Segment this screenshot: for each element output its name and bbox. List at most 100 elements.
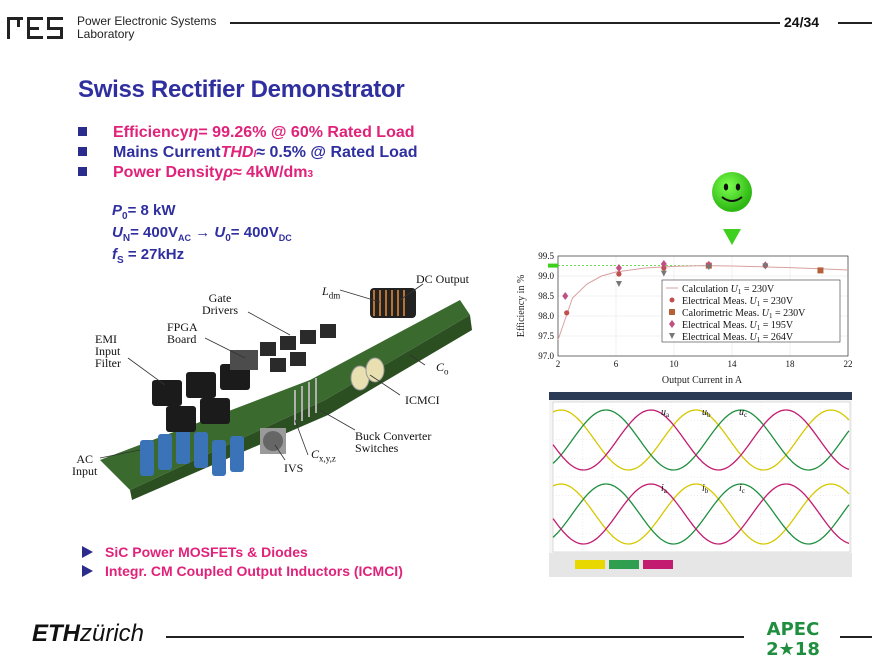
- co-label: Co: [436, 361, 449, 377]
- pes-logo: [7, 17, 63, 39]
- ua-label: ua: [661, 407, 670, 419]
- efficiency-label: Efficiency: [113, 124, 189, 141]
- footer-rule-right: [840, 636, 872, 638]
- dc-output-label: DC Output: [416, 272, 470, 286]
- thd-value: ≈ 0.5% @ Rated Load: [256, 144, 418, 161]
- fpga-line2: Board: [167, 332, 197, 346]
- data-point-triangle: [615, 281, 622, 287]
- y-tick-label: 99.0: [538, 271, 554, 281]
- rectifier-hardware-photo: [99, 283, 472, 500]
- marker-tick: [548, 263, 558, 268]
- legend-electrical-195: Electrical Meas. U1 = 195V: [682, 320, 794, 332]
- x-tick-label: 10: [670, 359, 680, 369]
- plot-frame: [557, 255, 849, 357]
- emi-line2: Input: [95, 344, 121, 358]
- uc-label: uc: [739, 407, 747, 419]
- highlight-icmci: Integr. CM Coupled Output Inductors (ICM…: [82, 561, 403, 580]
- un-symbol: U: [112, 224, 123, 241]
- triangle-bullet-icon: [82, 564, 93, 577]
- x-tick-label: 6: [614, 359, 619, 369]
- ac-line1: AC: [76, 452, 93, 466]
- waveform-uc: [552, 409, 850, 471]
- p0-subscript: 0: [122, 211, 128, 222]
- gate-drivers-line2: Drivers: [202, 303, 238, 317]
- chart-series: [557, 260, 849, 341]
- bullet-square-icon: [78, 147, 87, 156]
- highlight-icmci-text: Integr. CM Coupled Output Inductors (ICM…: [105, 562, 403, 579]
- data-point-triangle: [705, 264, 712, 271]
- density-exponent: 3: [307, 169, 314, 180]
- efficiency-bullet: Efficiency η = 99.26% @ 60% Rated Load: [78, 124, 418, 144]
- series-line-calculation: [557, 265, 849, 341]
- data-point-circle: [661, 265, 667, 271]
- fs-symbol: f: [112, 246, 117, 263]
- u0-subscript: 0: [225, 233, 231, 244]
- oscilloscope-screenshot: ua ub uc ia ib ic: [549, 392, 852, 577]
- density-label: Power Density: [113, 164, 224, 181]
- highlight-sic-text: SiC Power MOSFETs & Diodes: [105, 543, 308, 560]
- ldm-label: Ldm: [322, 285, 340, 301]
- key-figures-list: Efficiency η = 99.26% @ 60% Rated Load M…: [78, 124, 418, 184]
- triangle-bullet-icon: [82, 545, 93, 558]
- technology-highlights: SiC Power MOSFETs & Diodes Integr. CM Co…: [82, 542, 403, 580]
- x-tick-label: 2: [556, 359, 561, 369]
- switching-frequency: fS = 27kHz: [112, 247, 292, 269]
- header-rule: [230, 22, 780, 24]
- fs-subscript: S: [117, 255, 124, 266]
- scope-toolbar: [549, 392, 852, 400]
- bullet-square-icon: [78, 127, 87, 136]
- cxyz-subscript: x,y,z: [319, 453, 336, 464]
- ivs-label: IVS: [284, 461, 304, 475]
- buck-line1: Buck Converter: [355, 429, 432, 443]
- data-point-triangle: [660, 270, 667, 277]
- un-unit: AC: [178, 233, 192, 243]
- voltage-rating: UN= 400VAC → U0= 400VDC: [112, 225, 292, 247]
- ub-label: ub: [702, 407, 711, 419]
- footer-rule: [166, 636, 744, 638]
- ac-line2: Input: [72, 464, 98, 478]
- thd-subscript: I: [253, 149, 257, 160]
- x-tick-label: 14: [728, 359, 738, 369]
- un-value: = 400V: [130, 224, 179, 241]
- smiley-icon: [712, 172, 752, 212]
- x-tick-label: 22: [844, 359, 853, 369]
- y-axis-label: Efficiency in %: [516, 275, 527, 338]
- ldm-subscript: dm: [328, 290, 341, 301]
- buck-line2: Switches: [355, 441, 399, 455]
- x-axis-label: Output Current in A: [662, 375, 743, 386]
- waveform-ib: [552, 483, 850, 545]
- p0-symbol: P: [112, 202, 123, 219]
- density-value: ≈ 4kW/dm: [232, 164, 308, 181]
- highlight-sic: SiC Power MOSFETs & Diodes: [82, 542, 403, 561]
- data-point-diamond: [660, 260, 667, 268]
- ib-label: ib: [702, 483, 709, 495]
- ldm-symbol: L: [322, 284, 329, 298]
- cxyz-symbol: C: [311, 447, 320, 461]
- u0-unit: DC: [278, 233, 292, 243]
- co-subscript: o: [444, 366, 449, 377]
- fpga-line1: FPGA: [167, 320, 198, 334]
- data-point-circle: [616, 271, 622, 277]
- y-tick-label: 97.0: [538, 351, 554, 361]
- thd-label: Mains Current: [113, 144, 221, 161]
- waveform-ia: [552, 483, 850, 545]
- p0-value: = 8 kW: [127, 202, 176, 219]
- eth-zurich: zürich: [80, 620, 145, 647]
- legend-calculation: Calculation U1 = 230V: [682, 284, 775, 296]
- data-point-triangle: [762, 263, 769, 270]
- efficiency-value: = 99.26% @ 60% Rated Load: [198, 124, 415, 141]
- un-subscript: N: [122, 233, 131, 244]
- y-tick-label: 97.5: [538, 331, 554, 341]
- apec-text: APEC: [767, 619, 820, 640]
- eta-symbol: η: [188, 124, 199, 141]
- rating-parameters: P0= 8 kW UN= 400VAC → U0= 400VDC fS = 27…: [112, 203, 292, 269]
- u0-value: = 400V: [230, 224, 279, 241]
- eth-zurich-logo: ETHzürich: [32, 620, 144, 648]
